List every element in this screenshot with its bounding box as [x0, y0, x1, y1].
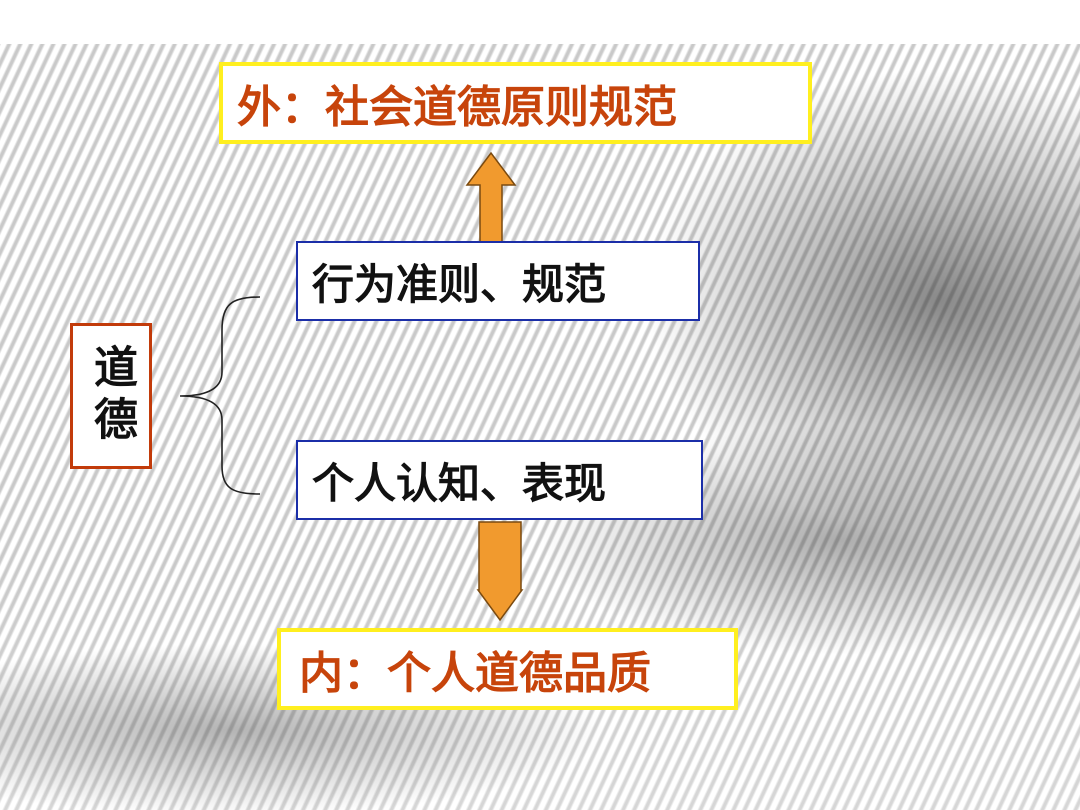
- external-social-norms-label: 外：社会道德原则规范: [237, 82, 677, 133]
- behavior-norms-label: 行为准则、规范: [312, 259, 607, 309]
- down-arrow-icon: [476, 521, 524, 622]
- behavior-norms-box: 行为准则、规范: [296, 241, 700, 321]
- personal-cognition-label: 个人认知、表现: [312, 458, 607, 508]
- external-social-norms-box: 外：社会道德原则规范: [219, 62, 812, 144]
- morality-label: 道德: [86, 344, 137, 448]
- brace-icon: [179, 296, 261, 495]
- internal-moral-quality-box: 内：个人道德品质: [277, 628, 738, 710]
- up-arrow-icon: [465, 151, 517, 245]
- personal-cognition-box: 个人认知、表现: [296, 440, 703, 520]
- internal-moral-quality-label: 内：个人道德品质: [299, 648, 651, 699]
- morality-box: 道德: [70, 323, 152, 469]
